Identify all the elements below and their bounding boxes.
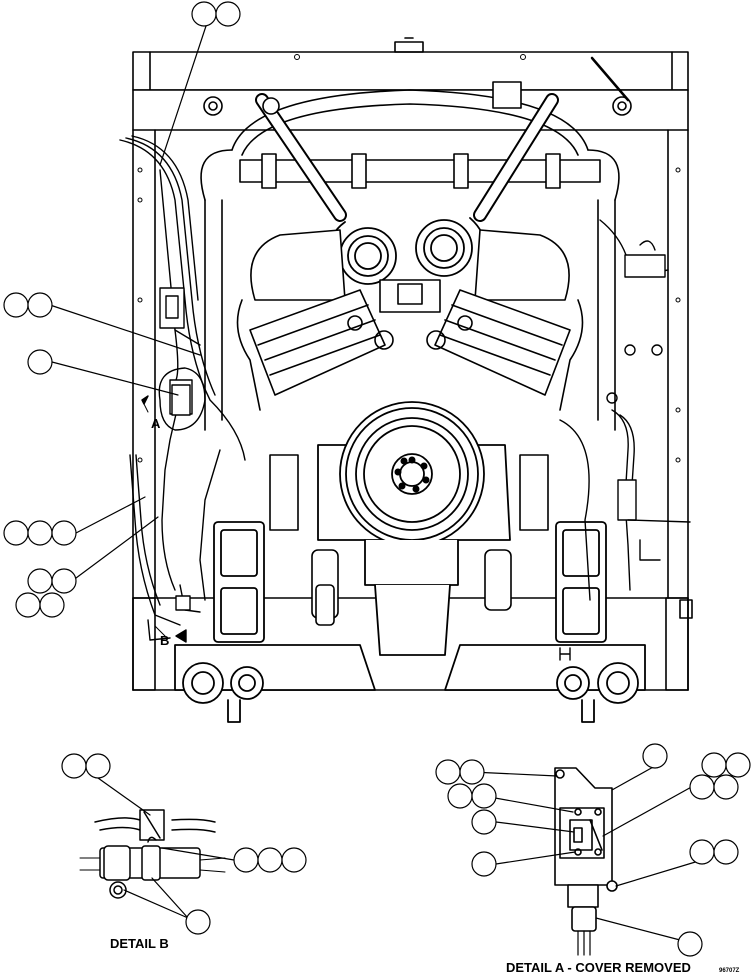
callout-bubble [471, 783, 497, 809]
leader-line [151, 877, 189, 919]
detail-a-reference-letter: A [151, 416, 161, 431]
detail-b-callouts [61, 753, 307, 935]
detail-a [554, 767, 618, 956]
turbochargers [326, 217, 488, 285]
callout-bubble [435, 759, 461, 785]
leader-line [595, 917, 681, 941]
callout-bubble [471, 809, 497, 835]
callout-bubble [27, 292, 53, 318]
callout-bubble [61, 753, 87, 779]
detail-a-callouts [435, 743, 751, 957]
callout-bubble [191, 1, 217, 27]
callout-bubble [257, 847, 283, 873]
detail-a-callout [141, 367, 206, 643]
detail-b-caption: DETAIL B [110, 936, 169, 951]
base-skid [174, 644, 646, 723]
drawing-number: 96707Z [719, 968, 740, 974]
leader-line [51, 361, 179, 396]
callout-bubble [27, 349, 53, 375]
main-callouts [3, 1, 241, 618]
leader-line [611, 765, 656, 791]
leader-line [71, 516, 159, 582]
leader-line [495, 821, 575, 833]
leader-line [495, 851, 576, 865]
callout-bubble [185, 909, 211, 935]
leader-line [161, 847, 235, 861]
detail-a-caption: DETAIL A - COVER REMOVED [506, 960, 691, 974]
flywheel-housing [317, 401, 511, 656]
callout-bubble [689, 774, 715, 800]
callout-bubble [701, 752, 727, 778]
callout-bubble [447, 783, 473, 809]
callout-bubble [39, 592, 65, 618]
callout-bubble [3, 292, 29, 318]
callout-bubble [51, 520, 77, 546]
callout-bubble [233, 847, 259, 873]
callout-bubble [459, 759, 485, 785]
callout-bubble [27, 568, 53, 594]
cylinder-banks [236, 229, 584, 411]
callout-bubble [713, 774, 739, 800]
leader-line [159, 25, 207, 166]
callout-bubble [51, 568, 77, 594]
leader-line [471, 771, 558, 777]
callout-bubble [471, 851, 497, 877]
starter-motors [269, 454, 549, 626]
callout-bubble [3, 520, 29, 546]
callout-bubble [642, 743, 668, 769]
callout-bubble [281, 847, 307, 873]
main-view: A B [119, 37, 693, 723]
callout-bubble [725, 752, 751, 778]
leader-line [123, 889, 189, 919]
callout-bubble [15, 592, 41, 618]
right-wiring-harness [559, 219, 691, 601]
callout-bubble [85, 753, 111, 779]
leader-line [483, 795, 574, 813]
callout-bubble [713, 839, 739, 865]
callout-bubble [27, 520, 53, 546]
callout-bubble [215, 1, 241, 27]
leader-line [615, 859, 703, 887]
detail-b [79, 809, 226, 899]
engine-mounts [213, 521, 607, 643]
frame-bolts [137, 54, 681, 463]
callout-bubble [677, 931, 703, 957]
callout-bubble [689, 839, 715, 865]
leader-line [49, 304, 201, 356]
detail-b-reference-letter: B [160, 633, 169, 648]
leader-line [75, 496, 146, 534]
upper-coolant-hose [239, 81, 601, 222]
leader-line [97, 777, 151, 816]
